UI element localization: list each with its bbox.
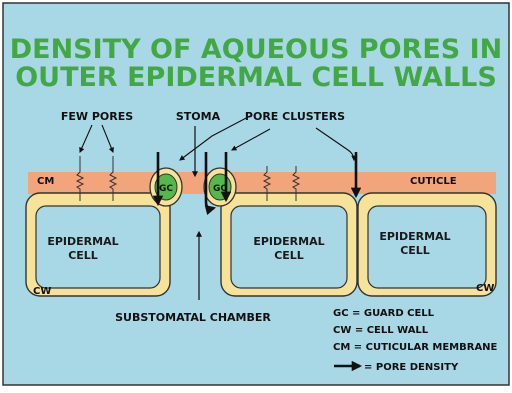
cell-3-label-line-2: CELL [400, 244, 430, 257]
legend-cw: CW = CELL WALL [333, 325, 429, 336]
epidermal-cell-1: EPIDERMAL CELL [26, 193, 170, 296]
epidermal-cell-2: EPIDERMAL CELL [221, 193, 357, 296]
cw-label-left: CW [33, 286, 51, 297]
legend-cm: CM = CUTICULAR MEMBRANE [333, 342, 498, 353]
guard-cell-right: GC [204, 168, 236, 206]
cell-2-label-line-1: EPIDERMAL [253, 235, 324, 248]
pore-clusters-label: PORE CLUSTERS [245, 110, 345, 123]
cell-1-label-line-1: EPIDERMAL [47, 235, 118, 248]
cuticle-label: CUTICLE [410, 176, 457, 187]
cell-2-label-line-2: CELL [274, 249, 304, 262]
title-line-2: OUTER EPIDERMAL CELL WALLS [15, 62, 497, 93]
epidermal-cell-3: EPIDERMAL CELL [358, 193, 496, 296]
legend-gc: GC = GUARD CELL [333, 308, 435, 319]
cell-1-label-line-2: CELL [68, 249, 98, 262]
few-pores-label: FEW PORES [61, 110, 133, 123]
title-line-1: DENSITY OF AQUEOUS PORES IN [10, 34, 503, 65]
guard-cell-left: GC [150, 168, 182, 206]
legend-arrow-text: = PORE DENSITY [364, 362, 459, 373]
guard-cell-left-label: GC [159, 184, 173, 194]
cm-label: CM [37, 176, 54, 187]
cell-3-label-line-1: EPIDERMAL [379, 230, 450, 243]
substomatal-chamber-label: SUBSTOMATAL CHAMBER [115, 311, 271, 324]
cw-label-right: CW [476, 283, 494, 294]
stoma-label: STOMA [176, 110, 221, 123]
